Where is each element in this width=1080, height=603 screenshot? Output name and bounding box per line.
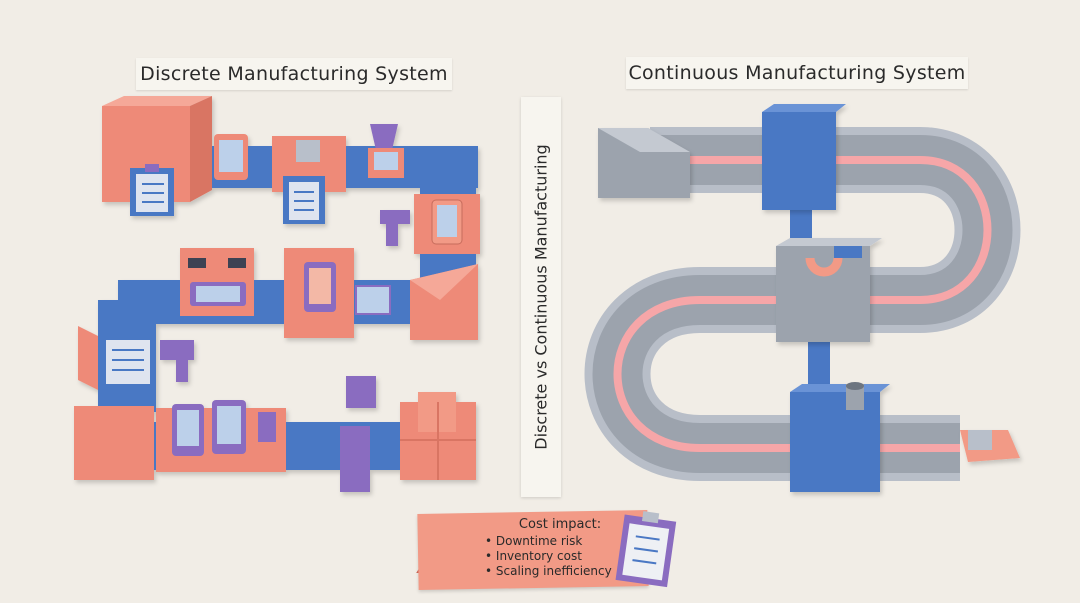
mixing-block (776, 238, 882, 342)
cost-impact-title: Cost impact: (518, 517, 602, 532)
continuous-system (584, 104, 1021, 492)
cost-item: Inventory cost (485, 549, 635, 564)
storage-box (102, 96, 212, 216)
output-box (960, 430, 1020, 462)
station-box-5 (156, 400, 286, 472)
cost-impact-content: Cost impact: Downtime risk Inventory cos… (485, 517, 635, 579)
screen-panel (355, 285, 391, 315)
process-block-bottom (790, 382, 890, 492)
station-box-2 (180, 248, 254, 316)
angled-box (410, 264, 478, 340)
track-pink-line (613, 156, 992, 452)
continuous-title: Continuous Manufacturing System (626, 57, 968, 89)
pipe-icon (808, 330, 830, 394)
press-machine (340, 376, 376, 492)
arm-robot (380, 210, 410, 246)
process-block-top (762, 104, 846, 210)
clipboard-icon (130, 164, 174, 216)
hopper (598, 128, 690, 198)
cost-impact-list: Downtime risk Inventory cost Scaling ine… (485, 534, 635, 579)
cost-item: Downtime risk (485, 534, 635, 549)
stacked-boxes (400, 392, 476, 480)
phone-icon (414, 194, 480, 254)
station-box-3 (284, 248, 354, 338)
station-box-4 (74, 406, 154, 480)
press-machine (368, 124, 404, 178)
clipboard-icon (78, 326, 156, 390)
clipboard-icon (615, 511, 677, 588)
phone-icon (214, 134, 248, 180)
cost-item: Scaling inefficiency (485, 564, 635, 579)
discrete-system (74, 96, 480, 492)
discrete-title: Discrete Manufacturing System (136, 58, 452, 90)
clipboard-icon (283, 176, 325, 224)
divider-label: Discrete vs Continuous Manufacturing (531, 144, 551, 450)
arm-robot (160, 340, 194, 382)
divider-strip (521, 97, 561, 497)
